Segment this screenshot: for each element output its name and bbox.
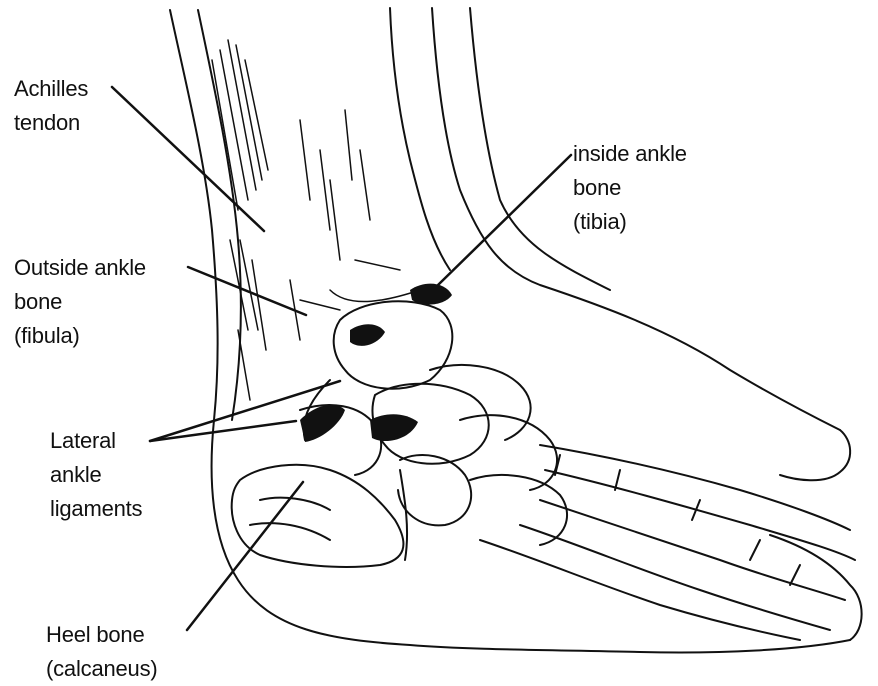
- label-achilles-tendon: Achilles tendon: [14, 72, 88, 140]
- label-outside-line-3: (fibula): [14, 319, 146, 353]
- metatarsals: [480, 445, 855, 640]
- label-lateral-ankle-ligaments: Lateral ankle ligaments: [50, 424, 142, 526]
- leader-line-inside-ankle: [438, 155, 571, 285]
- label-inside-ankle-bone: inside ankle bone (tibia): [573, 137, 687, 239]
- achilles-tendon-shape: [212, 40, 268, 400]
- label-inside-line-2: bone: [573, 171, 687, 205]
- ligament-shading: [300, 284, 452, 442]
- leg-outline: [170, 8, 862, 653]
- label-lateral-line-2: ankle: [50, 458, 142, 492]
- label-heel-line-1: Heel bone: [46, 618, 158, 652]
- label-outside-line-2: bone: [14, 285, 146, 319]
- label-inside-line-3: (tibia): [573, 205, 687, 239]
- tarsal-bones: [300, 301, 567, 545]
- label-heel-bone: Heel bone (calcaneus): [46, 618, 158, 686]
- label-lateral-line-1: Lateral: [50, 424, 142, 458]
- calcaneus-shape: [232, 465, 407, 567]
- label-lateral-line-3: ligaments: [50, 492, 142, 526]
- label-inside-line-1: inside ankle: [573, 137, 687, 171]
- label-achilles-line-1: Achilles: [14, 72, 88, 106]
- label-outside-line-1: Outside ankle: [14, 251, 146, 285]
- tibia-fibula-shading: [290, 110, 420, 340]
- label-achilles-line-2: tendon: [14, 106, 88, 140]
- leader-line-heel: [187, 482, 303, 630]
- label-outside-ankle-bone: Outside ankle bone (fibula): [14, 251, 146, 353]
- leader-line-lateral-2: [150, 421, 296, 441]
- label-heel-line-2: (calcaneus): [46, 652, 158, 686]
